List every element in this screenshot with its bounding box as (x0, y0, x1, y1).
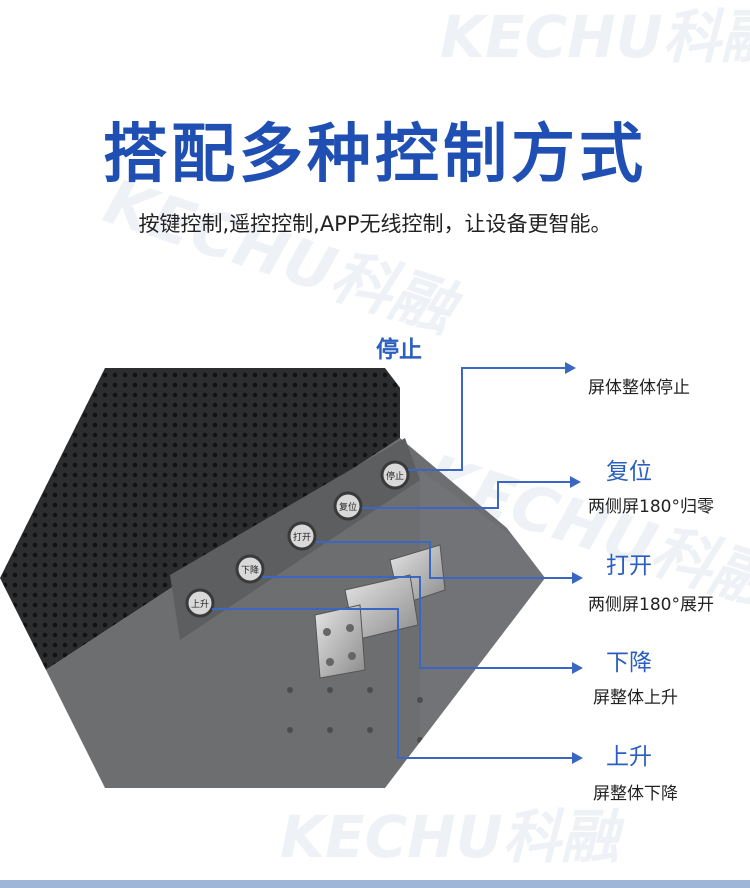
callout-stop-desc: 屏体整体停止 (588, 378, 690, 398)
button-down[interactable]: 下降 (235, 554, 265, 584)
button-down-label: 下降 (241, 564, 259, 576)
callout-up-label: 上升 (606, 744, 652, 770)
button-reset-label: 复位 (339, 501, 357, 513)
perforated-panel (0, 368, 400, 700)
arrow-heads (565, 362, 583, 764)
button-open-label: 打开 (293, 531, 311, 543)
callout-down-label: 下降 (606, 650, 652, 676)
line-stop (408, 367, 565, 471)
line-down (262, 576, 572, 669)
line-reset (362, 481, 570, 509)
button-stop[interactable]: 停止 (380, 460, 410, 490)
line-open (316, 541, 572, 579)
bottom-bar (0, 880, 750, 888)
line-up (212, 608, 572, 759)
callout-down-desc: 屏整体上升 (593, 688, 678, 708)
callout-stop-label: 停止 (376, 337, 422, 363)
callout-up-desc: 屏整体下降 (593, 784, 678, 804)
callout-reset-desc: 两侧屏180°归零 (588, 497, 714, 517)
callout-open-label: 打开 (606, 553, 652, 579)
page-title: 搭配多种控制方式 (103, 118, 647, 192)
leader-lines (212, 367, 572, 759)
control-buttons: 上升 下降 打开 复位 停止 (185, 460, 410, 618)
button-open[interactable]: 打开 (287, 521, 317, 551)
button-up[interactable]: 上升 (185, 588, 215, 618)
button-up-label: 上升 (191, 599, 209, 610)
hexagon-photo (0, 368, 545, 788)
page-subtitle: 按键控制,遥控控制,APP无线控制，让设备更智能。 (138, 212, 612, 236)
callout-open-desc: 两侧屏180°展开 (588, 595, 714, 615)
grey-cabinet (0, 438, 545, 788)
button-reset[interactable]: 复位 (333, 491, 363, 521)
hinge (314, 544, 446, 679)
callout-reset-label: 复位 (606, 459, 652, 485)
button-stop-label: 停止 (386, 470, 404, 482)
